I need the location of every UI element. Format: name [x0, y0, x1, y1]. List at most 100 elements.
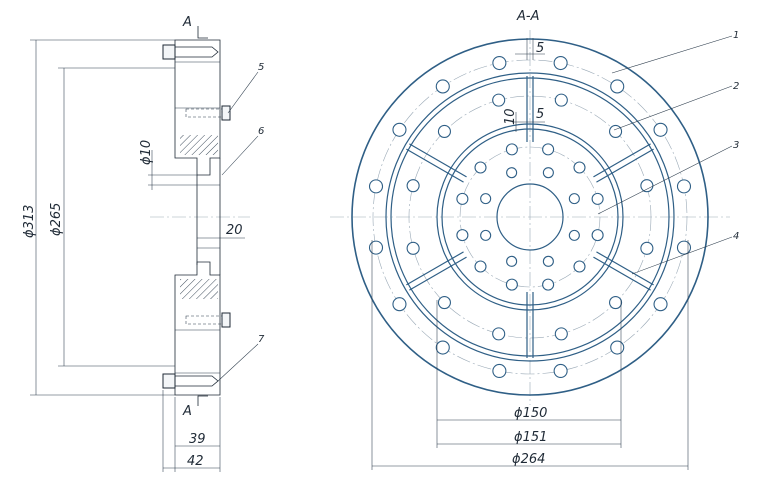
- lower-hatch: [180, 279, 218, 299]
- side-view: A A ϕ313 ϕ265 ϕ10 20 39 42 5 6: [22, 15, 265, 472]
- leader-2: [613, 85, 733, 131]
- dim-10-label: ϕ10: [139, 140, 154, 165]
- hub-hole: [456, 229, 469, 242]
- outer-hole: [368, 179, 384, 194]
- middle-hole: [640, 241, 654, 255]
- upper-screw-hidden: [185, 108, 223, 118]
- inner-hub-hole: [506, 255, 518, 267]
- inner-hub-hole: [542, 255, 554, 267]
- outer-bolt-circle: [372, 59, 688, 375]
- hub-hole: [573, 161, 586, 174]
- spoke-2-edge-0: [609, 258, 654, 286]
- middle-hole: [640, 179, 654, 193]
- inner-hub-hole: [542, 167, 554, 179]
- middle-hole: [609, 124, 623, 138]
- leader-1: [611, 35, 733, 74]
- middle-hole: [406, 241, 420, 255]
- lower-screw-head: [221, 312, 231, 328]
- inner-hub-hole: [506, 167, 518, 179]
- web-lines: [196, 158, 221, 275]
- upper-bolt-head: [162, 44, 176, 60]
- outer-hole: [676, 179, 692, 194]
- hub-hole: [542, 278, 555, 291]
- inner-hub-hole: [568, 193, 580, 205]
- middle-hole: [437, 296, 451, 310]
- outer-hole: [610, 340, 625, 355]
- inner-hub-hole: [568, 229, 580, 241]
- upper-bolt-shank: [174, 46, 219, 58]
- middle-hole: [492, 93, 506, 107]
- mid-bolt-circle: [408, 95, 652, 339]
- inner-hub-hole: [480, 193, 492, 205]
- hub-slot-4-edge-1: [450, 251, 464, 260]
- lower-bolt-head: [162, 373, 176, 389]
- middle-hole: [406, 179, 420, 193]
- outer-rim: [351, 38, 709, 396]
- outer-hole: [368, 240, 384, 255]
- part-label-6: 6: [258, 126, 264, 137]
- dim-5-inner-label: 5: [536, 107, 544, 122]
- outer-hole: [392, 297, 407, 312]
- spoke-1-edge-0: [606, 143, 651, 170]
- dim-264-label: ϕ264: [512, 452, 545, 467]
- rim-inner-edge-1: [385, 72, 675, 362]
- leader-3: [597, 145, 733, 215]
- hub-hole: [542, 143, 555, 156]
- outer-hole: [492, 55, 507, 71]
- spoke-2-edge-1: [606, 264, 651, 291]
- upper-flange-outline: [174, 39, 221, 176]
- hub-hole: [573, 260, 586, 273]
- lower-screw-hidden: [185, 315, 223, 325]
- lower-flange-outline: [174, 261, 221, 396]
- dim-151-label: ϕ151: [514, 430, 547, 445]
- section-mark-top: A: [182, 15, 192, 30]
- rim-inner-edge-2: [390, 77, 670, 357]
- dim-20-label: 20: [226, 223, 243, 238]
- dim-42-label: 42: [187, 454, 204, 469]
- hub-hole: [474, 260, 487, 273]
- front-view: A-A 5 5 10 ϕ150 ϕ151: [330, 9, 739, 470]
- hub-slot-1-edge-0: [593, 168, 607, 178]
- outer-hole: [610, 79, 625, 94]
- upper-hatch: [180, 135, 218, 155]
- spoke-5-edge-1: [409, 143, 454, 170]
- middle-hole: [609, 296, 623, 310]
- outer-hole: [435, 340, 450, 355]
- hub-slot-2-edge-0: [596, 251, 610, 260]
- hub-slot-1-edge-1: [596, 174, 610, 183]
- outer-hole: [553, 363, 568, 379]
- hub-hole: [505, 143, 518, 156]
- dim-10-front-label: 10: [503, 108, 518, 125]
- hub-outer-1: [436, 123, 624, 311]
- part-label-4: 4: [733, 231, 739, 242]
- middle-hole: [437, 124, 451, 138]
- spoke-1-edge-1: [609, 148, 654, 176]
- leader-4: [631, 236, 733, 275]
- hub-slot-5-edge-0: [450, 174, 464, 183]
- outer-hole: [653, 122, 668, 137]
- spoke-group: [406, 76, 654, 358]
- dim-265-label: ϕ265: [49, 203, 64, 236]
- hub-outer-2: [441, 128, 619, 306]
- dim-39-label: 39: [189, 432, 206, 447]
- part-label-5: 5: [258, 62, 264, 73]
- spoke-4-edge-0: [409, 264, 454, 291]
- dim-313-label: ϕ313: [22, 205, 37, 238]
- lower-bolt-shank: [174, 375, 219, 387]
- dim-5-top-label: 5: [536, 41, 544, 56]
- middle-hole: [554, 327, 568, 341]
- hub-hole: [474, 161, 487, 174]
- inner-bolt-circle: [459, 146, 601, 288]
- hub-slot-4-edge-0: [453, 256, 467, 266]
- part-label-1: 1: [733, 30, 739, 41]
- upper-screw-head: [221, 105, 231, 121]
- leader-7: [217, 343, 259, 382]
- outer-hole: [676, 240, 692, 255]
- view-title: A-A: [516, 9, 539, 24]
- hub-slot-2-edge-1: [593, 256, 607, 266]
- bore: [496, 183, 564, 251]
- hub-slot-5-edge-1: [453, 168, 467, 178]
- outer-hole: [553, 55, 568, 71]
